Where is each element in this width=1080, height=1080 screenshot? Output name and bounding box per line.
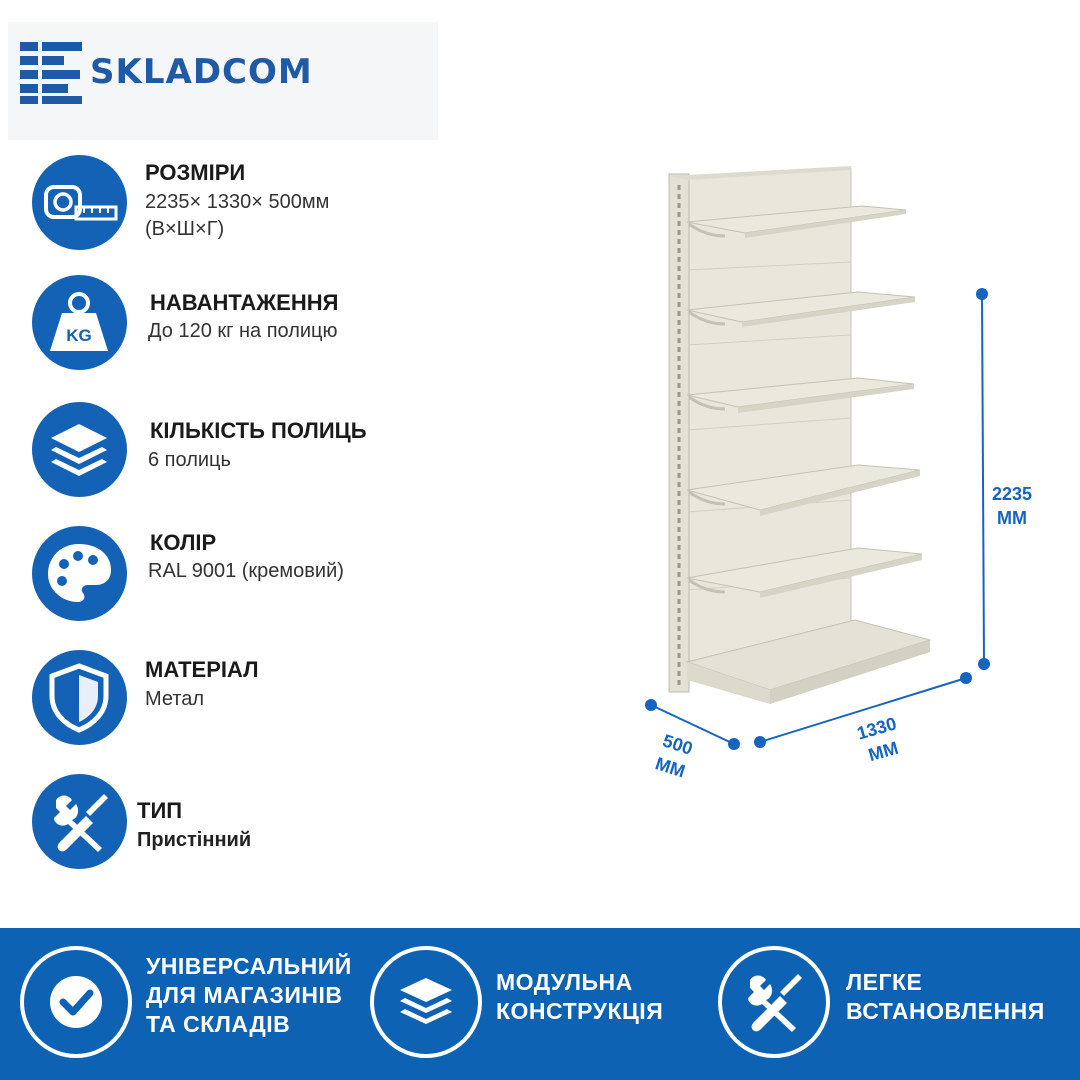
feature-title-material: МАТЕРІАЛ (145, 657, 259, 682)
feature-value-size: 2235× 1330× 500мм (145, 191, 330, 213)
feature-title-color: КОЛІР (150, 530, 217, 555)
height-unit: ММ (997, 508, 1027, 528)
layers-icon (370, 946, 482, 1058)
benefit-modular: МОДУЛЬНА КОНСТРУКЦІЯ (496, 968, 663, 1026)
benefits-banner: УНІВЕРСАЛЬНИЙ ДЛЯ МАГАЗИНІВ ТА СКЛАДІВ М… (0, 928, 1080, 1080)
svg-text:KG: KG (66, 326, 92, 345)
tools-icon (32, 774, 127, 869)
feature-title-shelves: КІЛЬКІСТЬ ПОЛИЦЬ (150, 418, 367, 443)
feature-value-material: Метал (145, 688, 205, 710)
shield-icon (32, 650, 127, 745)
layers-icon (32, 402, 127, 497)
height-dimension-label: 2235 ММ (984, 482, 1040, 530)
feature-title-size: РОЗМІРИ (145, 160, 246, 185)
feature-value-load: До 120 кг на полицю (148, 320, 338, 342)
checkmark-icon (20, 946, 132, 1058)
feature-title-type: ТИП (137, 798, 183, 823)
height-value: 2235 (991, 484, 1033, 504)
feature-value-shelves: 6 полиць (148, 449, 231, 471)
feature-value-type: Пристінний (137, 829, 252, 851)
benefit-modular-line1: МОДУЛЬНА (496, 969, 633, 995)
feature-title-load: НАВАНТАЖЕННЯ (150, 290, 339, 315)
benefit-universal: УНІВЕРСАЛЬНИЙ ДЛЯ МАГАЗИНІВ ТА СКЛАДІВ (146, 952, 352, 1039)
logo: SKLADCOM (8, 22, 438, 140)
benefit-easy-install-line1: ЛЕГКЕ (846, 969, 923, 995)
feature-value-color: RAL 9001 (кремовий) (148, 560, 344, 582)
feature-value-size-axes: (В×Ш×Г) (145, 218, 225, 240)
skladcom-logo-icon (20, 42, 82, 104)
weight-kg-icon: KG (32, 275, 127, 370)
benefit-easy-install-line2: ВСТАНОВЛЕННЯ (846, 998, 1045, 1024)
benefit-universal-line1: УНІВЕРСАЛЬНИЙ (146, 953, 352, 979)
benefit-universal-line3: ТА СКЛАДІВ (146, 1011, 291, 1037)
tools-icon (718, 946, 830, 1058)
brand-name: SKLADCOM (90, 52, 313, 92)
benefit-universal-line2: ДЛЯ МАГАЗИНІВ (146, 982, 343, 1008)
tape-measure-icon (32, 155, 127, 250)
benefit-modular-line2: КОНСТРУКЦІЯ (496, 998, 664, 1024)
palette-icon (32, 526, 127, 621)
benefit-easy-install: ЛЕГКЕ ВСТАНОВЛЕННЯ (846, 968, 1045, 1026)
